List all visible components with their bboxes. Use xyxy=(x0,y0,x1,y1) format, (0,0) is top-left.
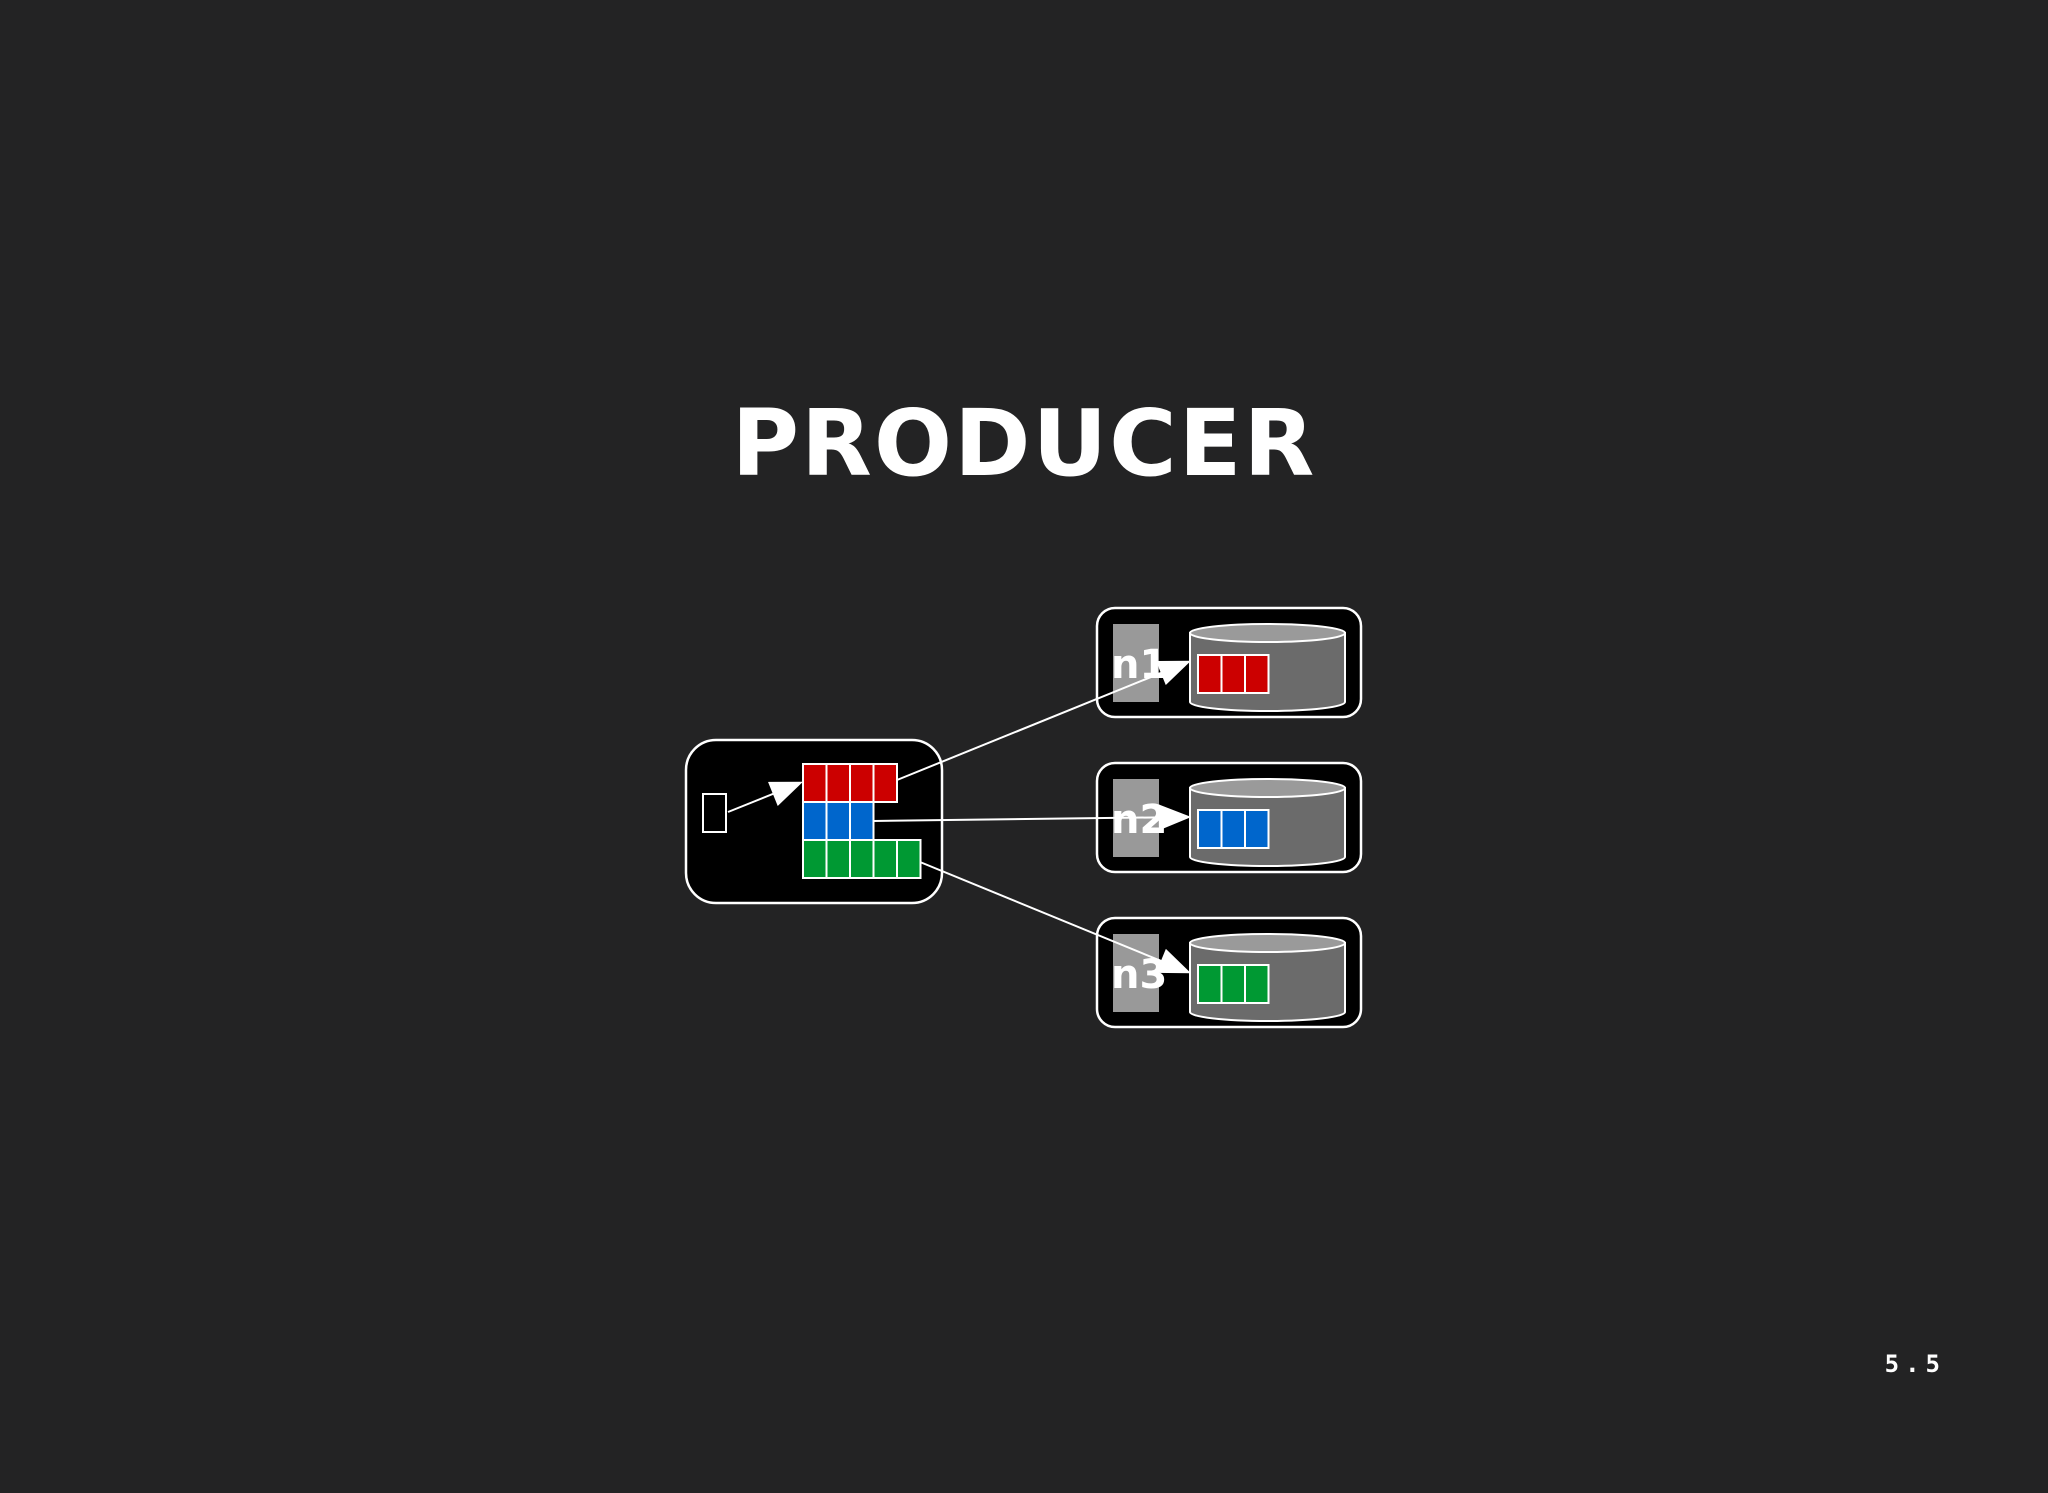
red-record xyxy=(1244,654,1270,694)
record-source xyxy=(702,793,727,833)
red-batch xyxy=(802,763,898,803)
broker-nodes: n1 n2 n3 xyxy=(1095,606,1363,1029)
green-record xyxy=(825,839,851,879)
producer-batches xyxy=(802,763,922,879)
blue-record xyxy=(825,801,851,841)
arrow-green-to-n3 xyxy=(919,861,1192,974)
node-n3: n3 xyxy=(1095,916,1363,1029)
node-label: n3 xyxy=(1111,952,1167,998)
node-n2: n2 xyxy=(1095,761,1363,874)
producer-box xyxy=(684,738,944,905)
green-record xyxy=(849,839,875,879)
arrow-source-to-batches xyxy=(727,781,804,813)
green-records-stored xyxy=(1197,964,1270,1004)
green-record xyxy=(802,839,828,879)
red-record xyxy=(802,763,828,803)
red-record xyxy=(849,763,875,803)
red-record xyxy=(1197,654,1223,694)
green-record xyxy=(872,839,898,879)
green-batch xyxy=(802,839,922,879)
blue-record xyxy=(1244,809,1270,849)
red-record xyxy=(1220,654,1246,694)
green-record xyxy=(1220,964,1246,1004)
slide-title: PRODUCER xyxy=(731,390,1317,497)
connections xyxy=(727,660,1192,974)
slide-number: 5.5 xyxy=(1884,1350,1946,1378)
arrow-blue-to-n2 xyxy=(872,804,1192,831)
arrow-red-to-n1 xyxy=(896,660,1192,781)
node-label: n2 xyxy=(1111,797,1167,843)
green-record xyxy=(1197,964,1223,1004)
red-record xyxy=(872,763,898,803)
node-n1: n1 xyxy=(1095,606,1363,719)
blue-batch xyxy=(802,801,875,841)
red-records-stored xyxy=(1197,654,1270,694)
blue-record xyxy=(849,801,875,841)
blue-record xyxy=(1220,809,1246,849)
blue-record xyxy=(1197,809,1223,849)
green-record xyxy=(896,839,922,879)
red-record xyxy=(825,763,851,803)
green-record xyxy=(1244,964,1270,1004)
node-tab xyxy=(1113,934,1159,1012)
blue-records-stored xyxy=(1197,809,1270,849)
blue-record xyxy=(802,801,828,841)
